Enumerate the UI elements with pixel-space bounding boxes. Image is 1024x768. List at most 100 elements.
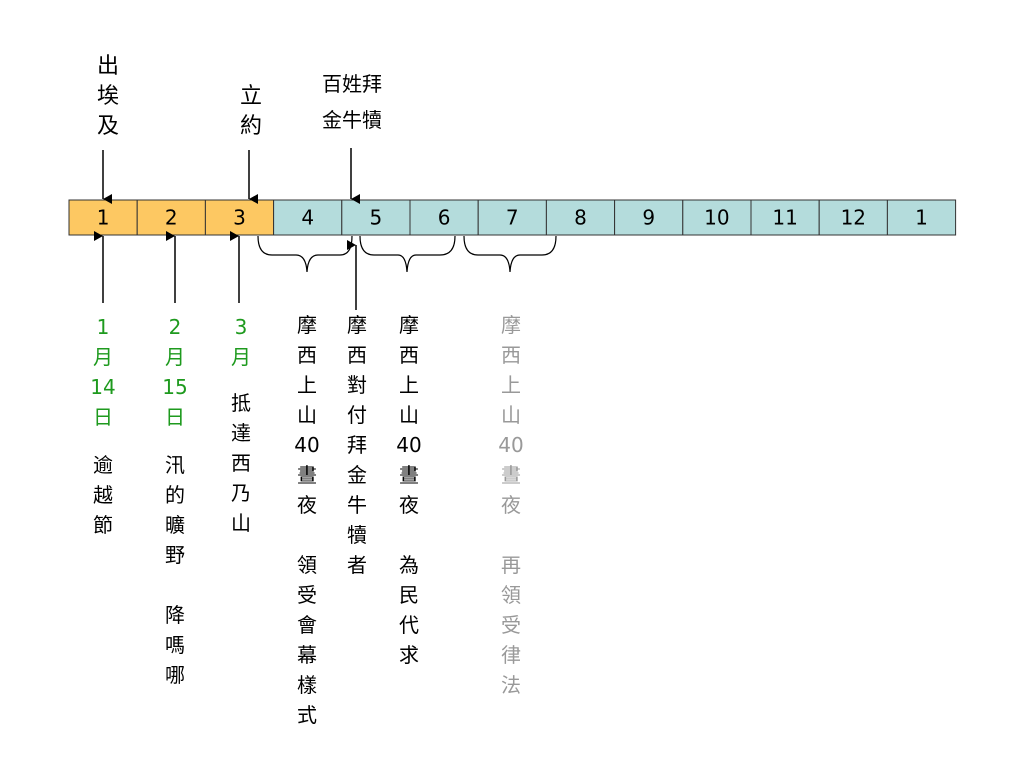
month-cell-label: 5 xyxy=(370,206,383,230)
brace-moses3 xyxy=(463,235,557,273)
label-char: 上 xyxy=(501,373,521,397)
golden-calf-line-2: 金牛犢 xyxy=(322,108,382,132)
label-char: 晝 xyxy=(501,463,521,487)
label-char: 者 xyxy=(347,553,367,577)
m2-date-label: 2 月 15 日 xyxy=(162,312,188,432)
golden-calf-line-1: 百姓拜 xyxy=(322,72,382,96)
label-char: 領 xyxy=(501,583,521,607)
label-char xyxy=(162,570,188,600)
label-char: 會 xyxy=(297,613,317,637)
label-char: 摩 xyxy=(501,313,521,337)
label-char: 月 xyxy=(93,345,113,369)
label-char: 約 xyxy=(239,114,262,139)
label-char: 山 xyxy=(231,511,251,535)
label-char: 為 xyxy=(399,553,419,577)
label-char: 抵 xyxy=(231,391,251,415)
label-char: 代 xyxy=(399,613,419,637)
month-cell xyxy=(204,199,275,236)
month-cell xyxy=(614,199,684,236)
label-char: 山 xyxy=(297,403,317,427)
label-char xyxy=(294,520,320,550)
label-char: 埃 xyxy=(96,84,119,109)
golden-calf-label: 百姓拜 金牛犢 xyxy=(300,66,404,138)
label-char: 幕 xyxy=(297,643,317,667)
month-cell-label: 12 xyxy=(841,206,866,230)
month-cell-label: 10 xyxy=(704,206,729,230)
m2-event-label: 汛的曠野 降嗎哪 xyxy=(162,450,188,690)
label-char: 拜 xyxy=(347,433,367,457)
label-char: 40 xyxy=(294,433,320,457)
month-cell-label: 3 xyxy=(233,206,246,230)
label-char xyxy=(498,520,524,550)
label-char: 西 xyxy=(297,343,317,367)
month-cell xyxy=(545,199,616,236)
month-cell-label: 1 xyxy=(97,206,110,230)
month-cell-label: 2 xyxy=(165,206,178,230)
label-char: 對 xyxy=(347,373,367,397)
label-char: 夜 xyxy=(399,493,419,517)
label-char: 律 xyxy=(501,643,521,667)
label-char: 晝 xyxy=(297,463,317,487)
label-char: 的 xyxy=(165,483,185,507)
label-char: 民 xyxy=(399,583,419,607)
label-char: 逾 xyxy=(93,453,113,477)
month-cell-label: 9 xyxy=(642,206,655,230)
label-char: 西 xyxy=(399,343,419,367)
moses-calf-label: 摩西對付拜金牛犢者 xyxy=(344,310,370,580)
exodus-label: 出埃及 xyxy=(93,52,123,142)
month-cell-label: 11 xyxy=(772,206,797,230)
label-char: 牛 xyxy=(347,493,367,517)
month-cell xyxy=(68,199,138,236)
label-char: 日 xyxy=(93,405,113,429)
label-char: 西 xyxy=(347,343,367,367)
label-char: 受 xyxy=(501,613,521,637)
m3-event-label: 抵達西乃山 xyxy=(228,388,254,538)
label-char: 嗎 xyxy=(165,633,185,657)
brace-moses1 xyxy=(257,235,353,273)
label-char: 西 xyxy=(231,451,251,475)
label-char: 節 xyxy=(93,513,113,537)
label-char: 山 xyxy=(501,403,521,427)
brace-moses2 xyxy=(359,235,456,273)
label-char: 日 xyxy=(165,405,185,429)
label-char: 領 xyxy=(297,553,317,577)
label-char: 求 xyxy=(399,643,419,667)
label-char: 月 xyxy=(231,345,251,369)
label-char: 山 xyxy=(399,403,419,427)
label-char: 金 xyxy=(347,463,367,487)
label-char: 2 xyxy=(168,315,182,339)
label-char: 越 xyxy=(93,483,113,507)
label-char: 法 xyxy=(501,673,521,697)
month-cell-label: 4 xyxy=(301,206,314,230)
label-char: 付 xyxy=(347,403,367,427)
month-cell xyxy=(886,199,957,236)
label-char: 西 xyxy=(501,343,521,367)
established-label: 立約 xyxy=(236,82,266,142)
month-cell-label: 8 xyxy=(574,206,587,230)
label-char: 出 xyxy=(96,54,119,79)
m1-event-label: 逾越節 xyxy=(90,450,116,540)
label-char: 汛 xyxy=(165,453,185,477)
label-char: 月 xyxy=(165,345,185,369)
month-cell xyxy=(818,199,888,236)
label-char: 40 xyxy=(498,433,524,457)
label-char xyxy=(396,520,422,550)
label-char: 摩 xyxy=(297,313,317,337)
label-char: 犢 xyxy=(347,523,367,547)
label-char: 野 xyxy=(165,543,185,567)
month-cell-label: 6 xyxy=(438,206,451,230)
label-char: 1 xyxy=(96,315,110,339)
label-char: 哪 xyxy=(165,663,185,687)
label-char: 立 xyxy=(239,84,262,109)
label-char: 乃 xyxy=(231,481,251,505)
label-char: 上 xyxy=(399,373,419,397)
label-char: 3 xyxy=(234,315,248,339)
label-char: 樣 xyxy=(297,673,317,697)
label-char: 15 xyxy=(162,375,188,399)
month-cell-label: 1 xyxy=(915,206,928,230)
label-char: 夜 xyxy=(297,493,317,517)
